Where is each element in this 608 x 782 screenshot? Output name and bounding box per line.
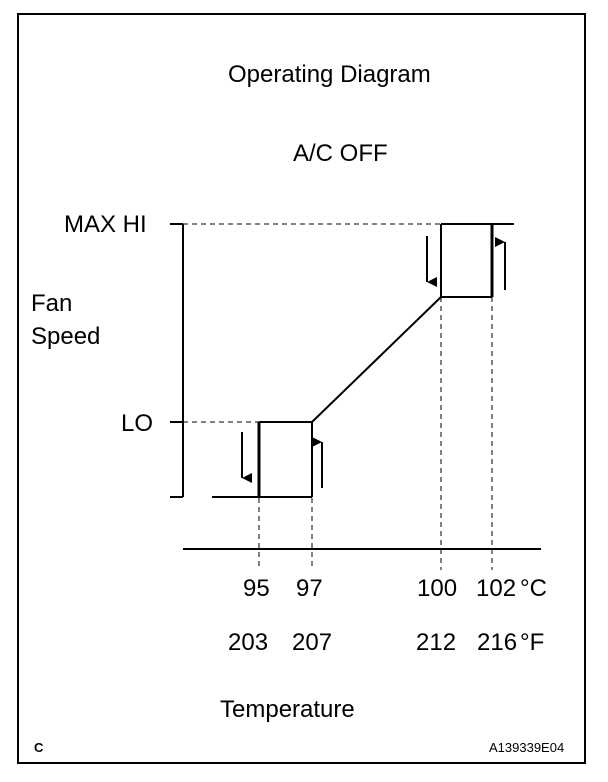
tick-f-207: 207 (292, 629, 333, 656)
diagram-subtitle: A/C OFF (293, 140, 388, 167)
y-axis-label-line2: Speed (31, 323, 101, 350)
fahrenheit-unit: °F (520, 629, 545, 656)
figure-id: A139339E04 (489, 740, 565, 755)
celsius-unit: °C (520, 575, 547, 602)
level-label-max-hi: MAX HI (64, 211, 147, 238)
level-label-lo: LO (121, 410, 154, 437)
tick-c-95: 95 (243, 575, 270, 602)
diagram-frame (17, 13, 586, 764)
tick-c-97: 97 (296, 575, 323, 602)
tick-f-216: 216 (477, 629, 518, 656)
tick-f-203: 203 (228, 629, 269, 656)
operating-curve (212, 223, 514, 498)
y-axis-label-line1: Fan (31, 290, 73, 317)
x-axis-label: Temperature (220, 696, 355, 723)
guide-lines (183, 223, 493, 570)
corner-letter: C (34, 740, 44, 755)
tick-c-100: 100 (417, 575, 458, 602)
y-axis (170, 223, 184, 498)
diagram-title: Operating Diagram (228, 61, 431, 88)
tick-c-102: 102 (476, 575, 517, 602)
tick-f-212: 212 (416, 629, 457, 656)
